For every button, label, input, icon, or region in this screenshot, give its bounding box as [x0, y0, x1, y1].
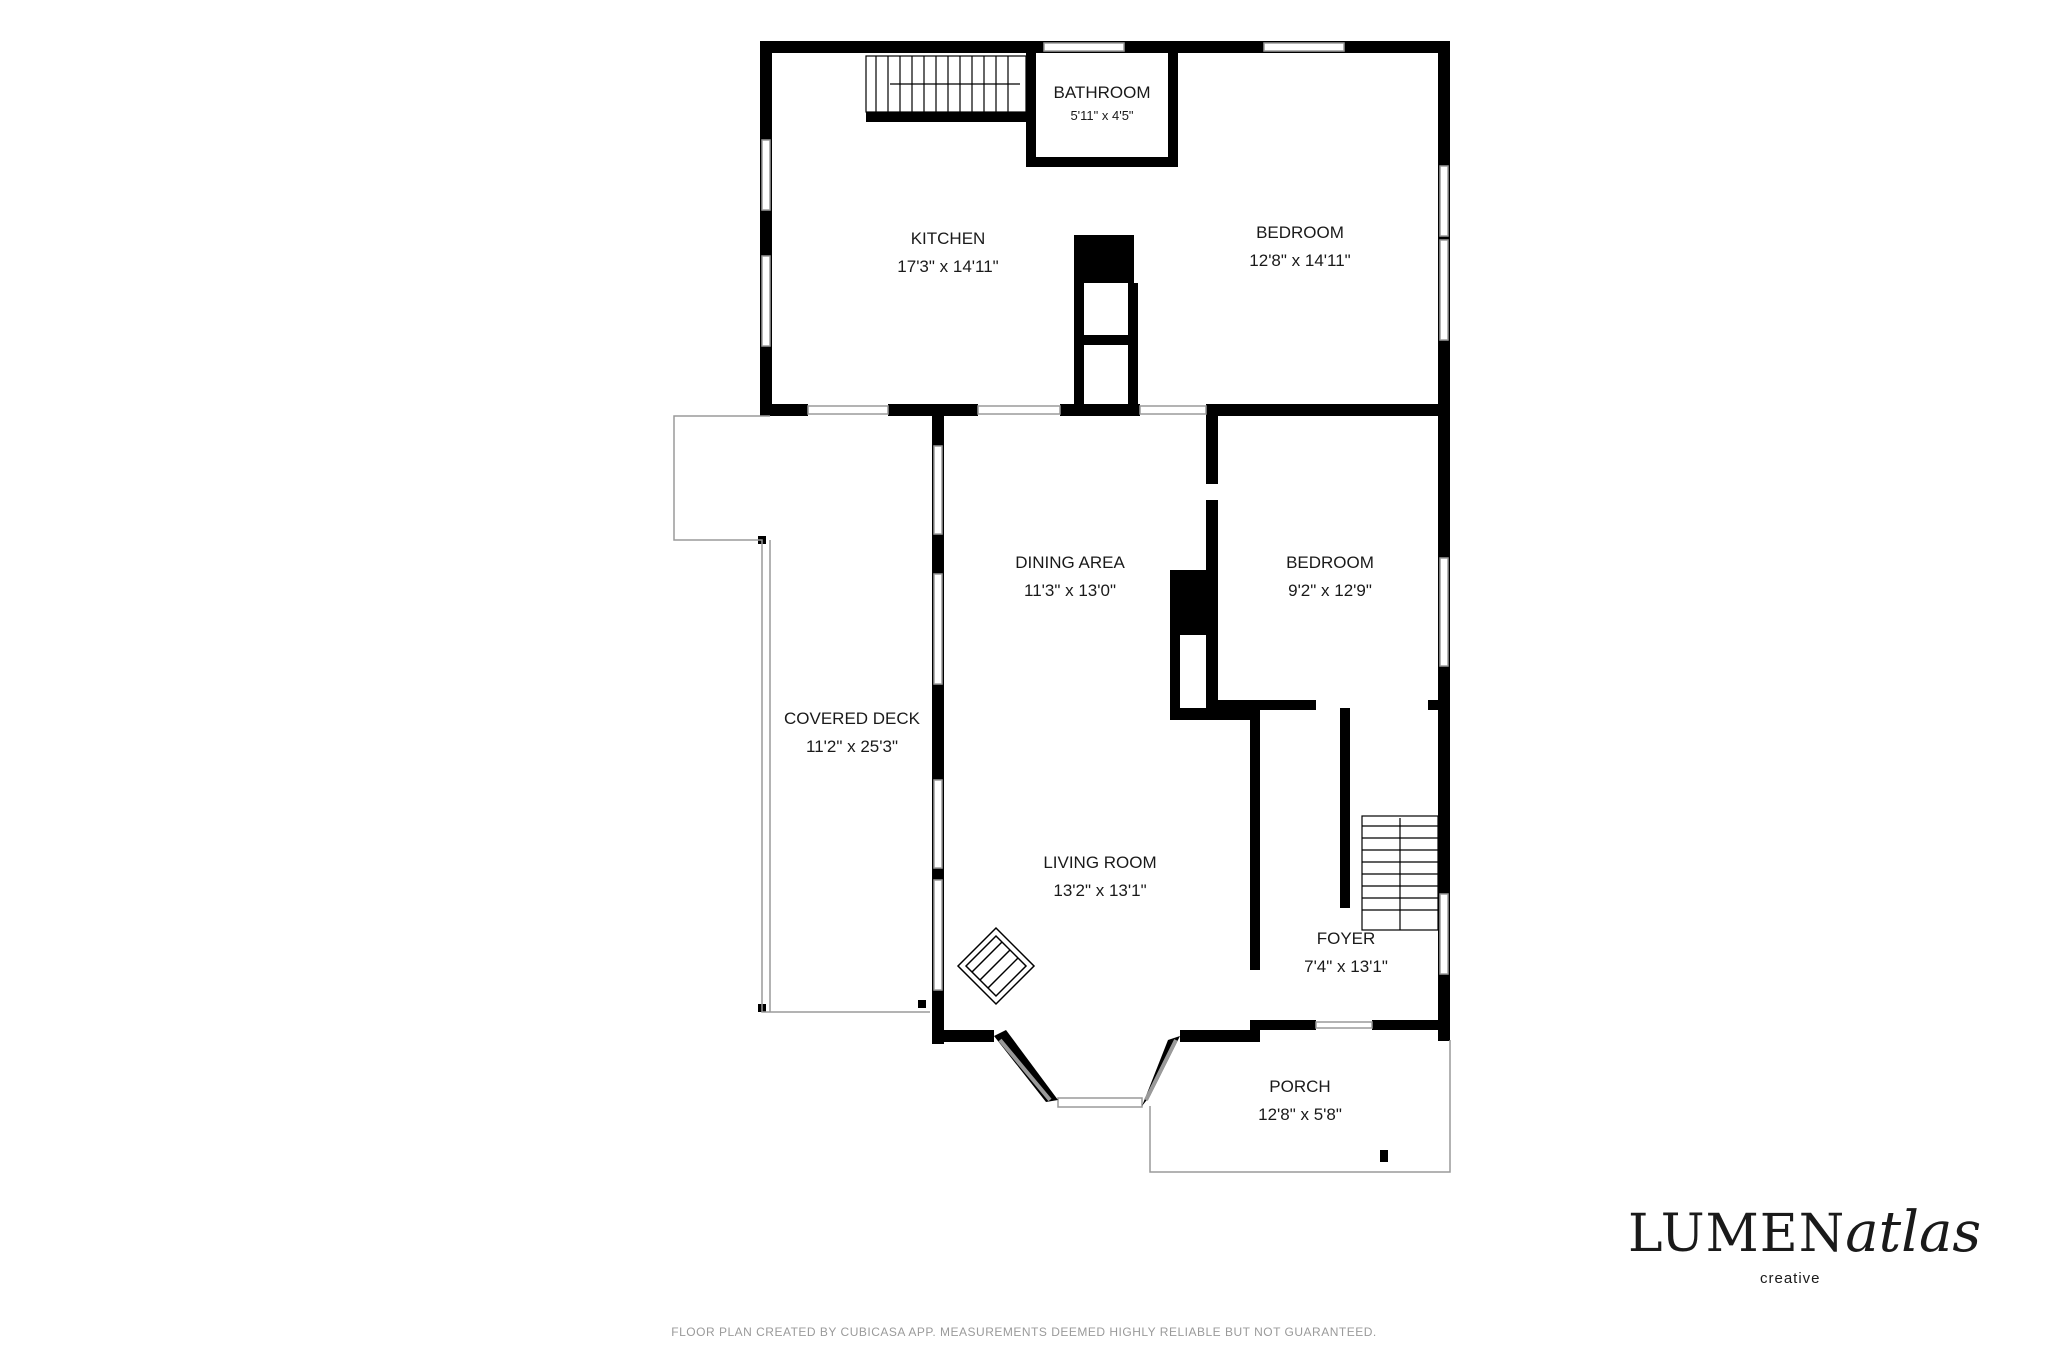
room-dims-dining-area: 11'3" x 13'0" [1024, 581, 1116, 600]
wall [932, 1030, 994, 1042]
wall [1206, 404, 1218, 484]
window [933, 445, 943, 535]
brand-tagline: creative [1760, 1270, 1821, 1287]
footer-disclaimer: FLOOR PLAN CREATED BY CUBICASA APP. MEAS… [671, 1325, 1377, 1339]
fireplace [956, 926, 1036, 1006]
room-name-bedroom-north: BEDROOM [1256, 223, 1344, 242]
room-name-living-room: LIVING ROOM [1043, 853, 1156, 872]
room-dims-covered-deck: 11'2" x 25'3" [806, 737, 898, 756]
wall [1026, 157, 1176, 167]
post [918, 1000, 926, 1008]
bay-window [994, 1030, 1180, 1106]
room-dims-kitchen: 17'3" x 14'11" [897, 257, 998, 276]
window [1439, 557, 1449, 667]
wall [1372, 1020, 1450, 1030]
window [933, 573, 943, 685]
wall [1250, 1020, 1316, 1030]
window [977, 405, 1061, 415]
room-name-porch: PORCH [1269, 1077, 1330, 1096]
walls [758, 41, 1450, 1162]
brand-logo-script: atlas [1845, 1200, 1982, 1265]
wall [1206, 404, 1450, 416]
chimney [1074, 235, 1134, 283]
wall [1180, 1030, 1260, 1042]
wall [866, 112, 1034, 122]
room-name-covered-deck: COVERED DECK [784, 709, 921, 728]
wall [1340, 708, 1350, 908]
wall [760, 41, 772, 415]
window [1315, 1021, 1373, 1029]
room-dims-foyer: 7'4" x 13'1" [1304, 957, 1388, 976]
wall [1206, 700, 1316, 710]
room-dims-bedroom-north: 12'8" x 14'11" [1249, 251, 1350, 270]
brand-logo: LUMENatlas [1628, 1200, 1981, 1265]
wall [1026, 41, 1036, 167]
window [807, 405, 889, 415]
window [1439, 239, 1449, 341]
wall [1170, 708, 1260, 720]
room-dims-porch: 12'8" x 5'8" [1258, 1105, 1342, 1124]
windows [761, 42, 1449, 1108]
room-dims-living-room: 13'2" x 13'1" [1053, 881, 1146, 900]
wall [1206, 500, 1218, 720]
wall [1060, 404, 1140, 416]
wall [1170, 570, 1180, 720]
deck-outline [673, 415, 1451, 1173]
window [1439, 165, 1449, 237]
window [761, 139, 771, 211]
window [1263, 42, 1345, 52]
wall [1128, 283, 1138, 405]
room-dims-bedroom-east: 9'2" x 12'9" [1288, 581, 1372, 600]
window [1043, 42, 1125, 52]
room-name-bathroom: BATHROOM [1054, 83, 1151, 102]
window [1439, 893, 1449, 975]
window [761, 255, 771, 347]
window [1057, 1097, 1143, 1108]
room-labels: BATHROOM 5'11" x 4'5" KITCHEN 17'3" x 14… [784, 83, 1388, 1124]
window [933, 779, 943, 869]
wall [1250, 710, 1260, 970]
room-name-foyer: FOYER [1317, 929, 1376, 948]
window [1139, 405, 1207, 415]
wall [760, 404, 808, 416]
room-name-dining-area: DINING AREA [1015, 553, 1125, 572]
wall [1074, 335, 1134, 345]
wall [1428, 700, 1450, 710]
post [1380, 1150, 1388, 1162]
room-name-bedroom-east: BEDROOM [1286, 553, 1374, 572]
wall [1168, 41, 1178, 167]
room-dims-bathroom: 5'11" x 4'5" [1070, 108, 1133, 123]
window [933, 879, 943, 991]
stairs [865, 55, 1439, 931]
room-name-kitchen: KITCHEN [911, 229, 986, 248]
brand-logo-text: LUMEN [1628, 1204, 1846, 1264]
